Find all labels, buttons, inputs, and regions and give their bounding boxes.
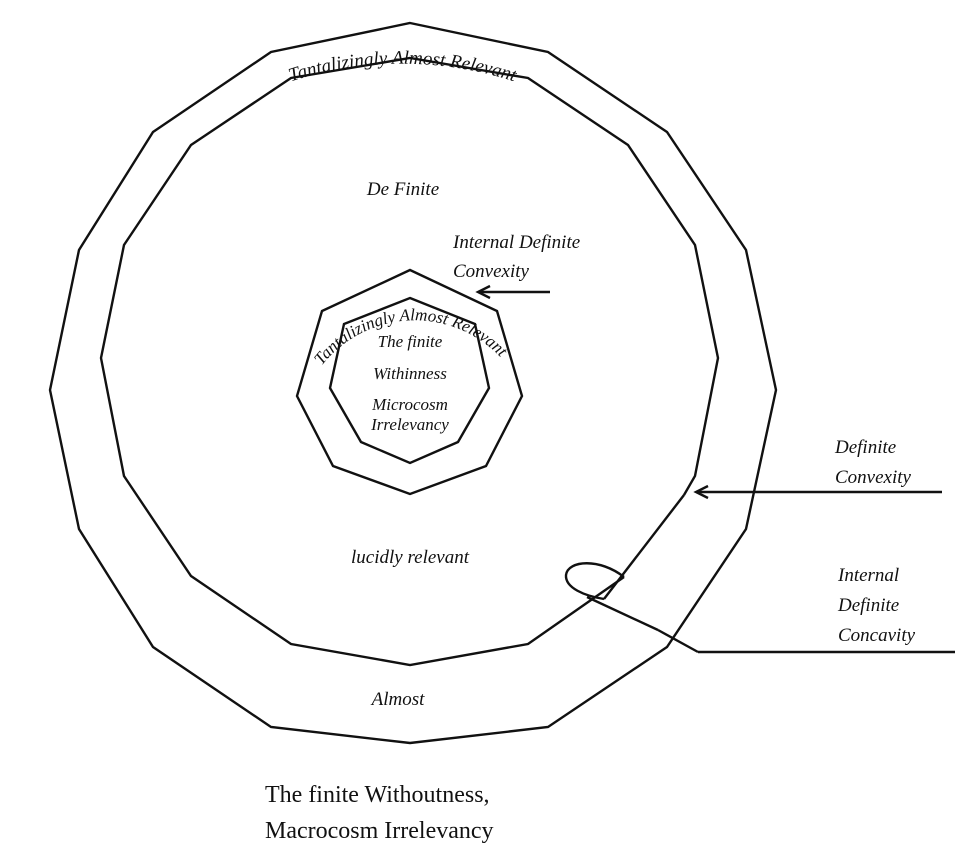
outer-polygon xyxy=(48,21,778,745)
core-line-2: Withinness xyxy=(373,364,447,383)
outer-bottom-label: Almost xyxy=(370,689,426,710)
inner-heptagon-outer xyxy=(295,268,524,496)
spiral-line xyxy=(603,494,685,600)
core-line-4: Irrelevancy xyxy=(370,415,449,434)
region-top-label: De Finite xyxy=(366,179,439,200)
definite-convexity-label-1: Definite xyxy=(834,437,896,458)
caption-line-1: The finite Withoutness, xyxy=(265,782,490,808)
internal-concavity-label-2: Definite xyxy=(837,595,899,616)
region-bottom-label: lucidly relevant xyxy=(351,547,470,568)
caption-line-2: Macrocosm Irrelevancy xyxy=(265,818,494,844)
concavity-loop xyxy=(564,562,625,601)
internal-convexity-label-2: Convexity xyxy=(453,261,530,282)
internal-concavity-label-3: Concavity xyxy=(838,625,916,646)
internal-concavity-label-1: Internal xyxy=(837,565,899,586)
concavity-line xyxy=(586,595,659,632)
inner-polygon xyxy=(99,56,720,667)
core-line-1: The finite xyxy=(378,332,443,351)
definite-convexity-label-2: Convexity xyxy=(835,467,912,488)
inner-heptagon-inner xyxy=(328,296,491,465)
core-line-3: Microcosm xyxy=(371,395,448,414)
concavity-line-2 xyxy=(657,628,699,654)
outer-ring-label: Tantalizingly Almost Relevant xyxy=(286,48,520,87)
internal-convexity-label-1: Internal Definite xyxy=(452,232,580,253)
arrow-definite-convexity-head xyxy=(693,484,709,500)
arrow-internal-convexity-head xyxy=(475,284,491,300)
